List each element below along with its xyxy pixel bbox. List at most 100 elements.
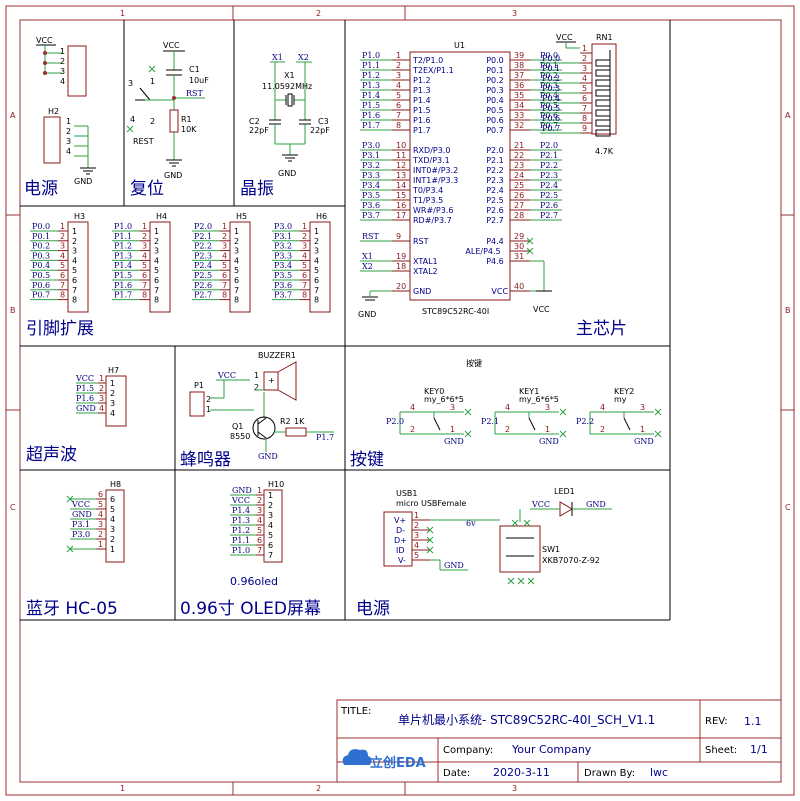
led-ref: LED1: [554, 487, 575, 496]
usb-6v-net: 6v: [466, 519, 476, 528]
rn1-pin-num: 9: [582, 124, 587, 133]
u1-left-pin-num: 5: [396, 91, 401, 100]
h8-pin-num: 2: [98, 530, 103, 539]
h10-net: P1.0: [232, 546, 250, 555]
header-h5-ref: H5: [236, 212, 247, 221]
h10-pin-label: 5: [268, 531, 273, 540]
u1-left-net: P1.3: [362, 81, 380, 90]
header-net-label: P2.3: [194, 251, 212, 260]
h2-ref: H2: [48, 107, 59, 116]
header-pin-num: 3: [60, 242, 65, 251]
u1-left-pin-num: 3: [396, 71, 401, 80]
section-title-crystal: 晶振: [240, 179, 274, 199]
header-pin-label: 7: [72, 286, 77, 295]
svg-text:5: 5: [414, 551, 419, 560]
u1-left-pin-num: 14: [396, 181, 406, 190]
header-pin-label: 8: [234, 296, 239, 305]
svg-text:4: 4: [600, 403, 605, 412]
drawn-value: lwc: [650, 766, 668, 779]
rn1-ref: RN1: [596, 33, 613, 42]
r2-value: 1K: [294, 417, 305, 426]
h7-pin-num: 4: [99, 404, 104, 413]
u1-right-pin-fn: P2.1: [486, 156, 504, 165]
u1-right-pin-num: 21: [514, 141, 524, 150]
date-label: Date:: [443, 768, 470, 779]
u1-left-net: RST: [362, 232, 380, 241]
header-pin-label: 7: [154, 286, 159, 295]
h1-pin-2: 2: [60, 57, 65, 66]
h10-pin-label: 6: [268, 541, 273, 550]
u1-right-pin-num: 28: [514, 211, 524, 220]
crystal-gnd-label: GND: [278, 169, 296, 178]
header-net-label: P3.1: [274, 232, 292, 241]
u1-right-pin-fn: P0.6: [486, 116, 504, 125]
header-pin-label: 8: [72, 296, 77, 305]
u1-right-pin-num: 31: [514, 252, 524, 261]
u1-left-net: P3.0: [362, 141, 380, 150]
buzzer-p17-net: P1.7: [316, 433, 334, 442]
rn1-net: P0.4: [542, 94, 560, 103]
h7-net: P1.6: [76, 394, 94, 403]
vcc-label: VCC: [36, 36, 53, 45]
section-title-reset: 复位: [130, 179, 164, 199]
header-h6-ref: H6: [316, 212, 327, 221]
grid-row-a: A: [10, 111, 16, 120]
reset-gnd-label: GND: [164, 171, 182, 180]
u1-left-net: X1: [362, 252, 373, 261]
u1-left-pin-num: 11: [396, 151, 406, 160]
key-gnd: GND: [634, 437, 654, 446]
grid-col-3-bottom: 3: [512, 784, 517, 793]
crystal-circuit: X1 X2 X1 11.0592MHz C2 22pF C3 22pF GND: [249, 53, 330, 178]
u1-right-net: P2.4: [540, 181, 558, 190]
u1-right-pin-fn: P2.7: [486, 216, 504, 225]
buzzer-gnd-net: GND: [258, 452, 278, 461]
header-pin-num: 4: [142, 251, 147, 260]
header-net-label: P1.1: [114, 232, 132, 241]
u1-left-pin-num: 1: [396, 51, 401, 60]
header-h3-ref: H3: [74, 212, 85, 221]
header-net-label: P3.4: [274, 261, 292, 270]
h10-pin-label: 7: [268, 551, 273, 560]
sheet-label: Sheet:: [705, 745, 737, 756]
crystal-x1-net: X1: [272, 53, 283, 62]
r1-ref: R1: [181, 115, 192, 124]
power-header-h1: VCC H1 1 2 3 4: [36, 36, 87, 97]
usb-pin-dminus: D-: [396, 526, 405, 535]
u1-right-pin-num: 32: [514, 121, 524, 130]
header-net-label: P3.7: [274, 291, 292, 300]
header-net-label: P1.6: [114, 281, 132, 290]
svg-text:1: 1: [414, 511, 419, 520]
u1-right-net: P0.6: [540, 111, 558, 120]
reset-pin-1: 1: [150, 77, 155, 86]
section-title-bluetooth: 蓝牙 HC-05: [26, 599, 118, 619]
u1-right-pin-fn: VCC: [491, 287, 508, 296]
header-pin-label: 4: [154, 256, 159, 265]
header-pin-label: 5: [72, 266, 77, 275]
h7-net: P1.5: [76, 384, 94, 393]
u1-left-pin-fn: RXD/P3.0: [413, 146, 450, 155]
header-pin-num: 7: [222, 281, 227, 290]
h7-pin-label: 4: [110, 409, 115, 418]
u1-right-net: P2.3: [540, 171, 558, 180]
header-pin-label: 8: [154, 296, 159, 305]
header-pin-label: 6: [234, 276, 239, 285]
header-net-label: P3.0: [274, 222, 292, 231]
h10-pin-num: 5: [257, 526, 262, 535]
u1-left-pin-num: 10: [396, 141, 406, 150]
svg-text:1: 1: [450, 425, 455, 434]
header-net-label: P2.0: [194, 222, 212, 231]
u1-left-net: X2: [362, 262, 373, 271]
u1-left-pin-fn: P1.7: [413, 126, 431, 135]
h1-pin-1: 1: [60, 47, 65, 56]
u1-left-net: P3.3: [362, 171, 380, 180]
company-label: Company:: [443, 745, 493, 756]
svg-text:2: 2: [410, 425, 415, 434]
header-pin-num: 4: [60, 251, 65, 260]
lceda-logo: 立创EDA: [342, 749, 426, 771]
u1-left-pin-num: 2: [396, 61, 401, 70]
header-pin-label: 1: [72, 227, 77, 236]
h8-pin-num: 1: [98, 540, 103, 549]
u1-left-pin-fn: WR#/P3.6: [413, 206, 453, 215]
